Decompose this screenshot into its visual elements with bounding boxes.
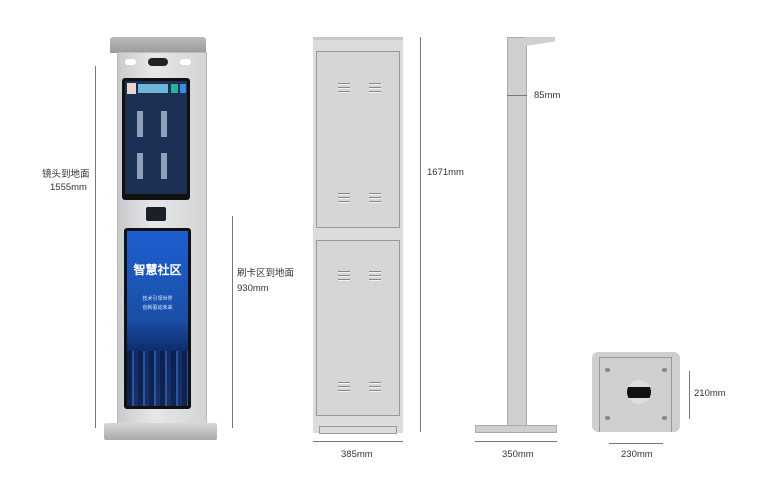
front-view: 智慧社区 技术引领世界 创新驱动未来 — [104, 37, 218, 441]
hole-vertical-dimension-line — [689, 371, 690, 419]
card-height-dimension-line — [232, 216, 233, 428]
back-width-value: 385mm — [341, 449, 373, 460]
card-height-value: 930mm — [237, 283, 269, 294]
total-height-dimension-line — [420, 37, 421, 432]
hole-horizontal-value: 230mm — [621, 449, 653, 460]
hole-horizontal-dimension-line — [609, 443, 663, 444]
bolt-hole — [605, 416, 610, 420]
depth-dimension-line — [507, 95, 527, 96]
bolt-hole — [662, 416, 667, 420]
total-height-value: 1671mm — [427, 167, 464, 178]
top-canopy — [110, 37, 206, 53]
back-width-dimension-line — [313, 441, 403, 442]
face-recognition-screen — [122, 78, 190, 200]
card-reader — [146, 207, 166, 221]
side-base — [475, 425, 557, 433]
bolt-hole — [605, 368, 610, 372]
side-base-width-value: 350mm — [502, 449, 534, 460]
bolt-hole — [662, 368, 667, 372]
lens-height-dimension-line — [95, 66, 96, 428]
side-base-dimension-line — [475, 441, 557, 442]
screen-slogan-2: 创新驱动未来 — [142, 305, 173, 311]
base-stand — [104, 423, 217, 440]
screen-slogan-1: 技术引领世界 — [142, 296, 173, 302]
cable-hole — [627, 380, 651, 404]
back-view — [313, 37, 403, 434]
upper-access-panel — [316, 51, 400, 228]
base-plate — [592, 352, 680, 432]
fill-light-left — [125, 59, 136, 65]
lower-access-panel — [316, 240, 400, 416]
lens-height-value: 1555mm — [50, 182, 87, 193]
hole-vertical-value: 210mm — [694, 388, 726, 399]
side-canopy — [525, 37, 555, 46]
depth-value: 85mm — [534, 90, 561, 101]
lens-height-label: 镜头到地面 — [42, 169, 90, 180]
card-height-label: 刷卡区到地面 — [237, 268, 295, 279]
side-view — [475, 37, 557, 434]
advertising-screen: 智慧社区 技术引领世界 创新驱动未来 — [124, 228, 191, 409]
fill-light-right — [180, 59, 191, 65]
screen-title: 智慧社区 — [133, 263, 182, 277]
camera-module — [148, 58, 168, 66]
